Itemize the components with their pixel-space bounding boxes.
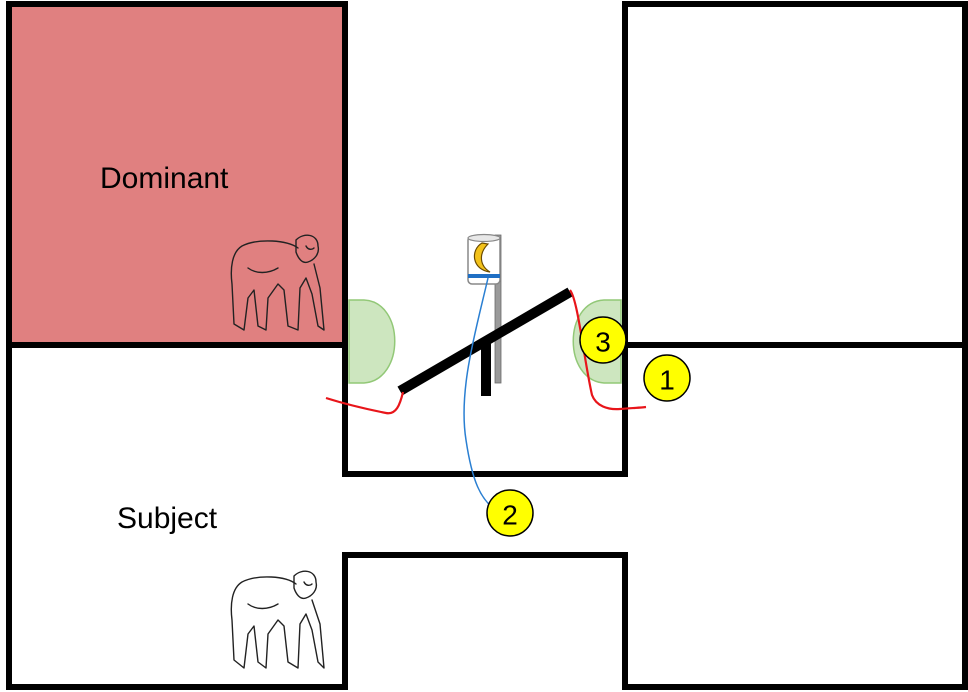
marker-2: 2 (486, 489, 534, 537)
door-left (348, 299, 396, 384)
pole (494, 234, 502, 384)
rope-left (325, 391, 405, 415)
rope-right (569, 289, 647, 411)
chimpanzee-icon (230, 234, 325, 331)
dominant-room (9, 6, 345, 345)
marker-1: 1 (643, 354, 691, 402)
marker-3-label: 3 (595, 327, 611, 358)
board (397, 287, 573, 396)
dominant-label: Dominant (100, 162, 229, 195)
banana-cylinder-icon (467, 233, 501, 285)
marker-3: 3 (579, 316, 627, 364)
marker-2-label: 2 (502, 500, 518, 531)
marker-1-label: 1 (659, 365, 675, 396)
subject-label: Subject (117, 502, 218, 535)
chimpanzee-icon (230, 570, 325, 669)
string-blue (463, 277, 499, 513)
